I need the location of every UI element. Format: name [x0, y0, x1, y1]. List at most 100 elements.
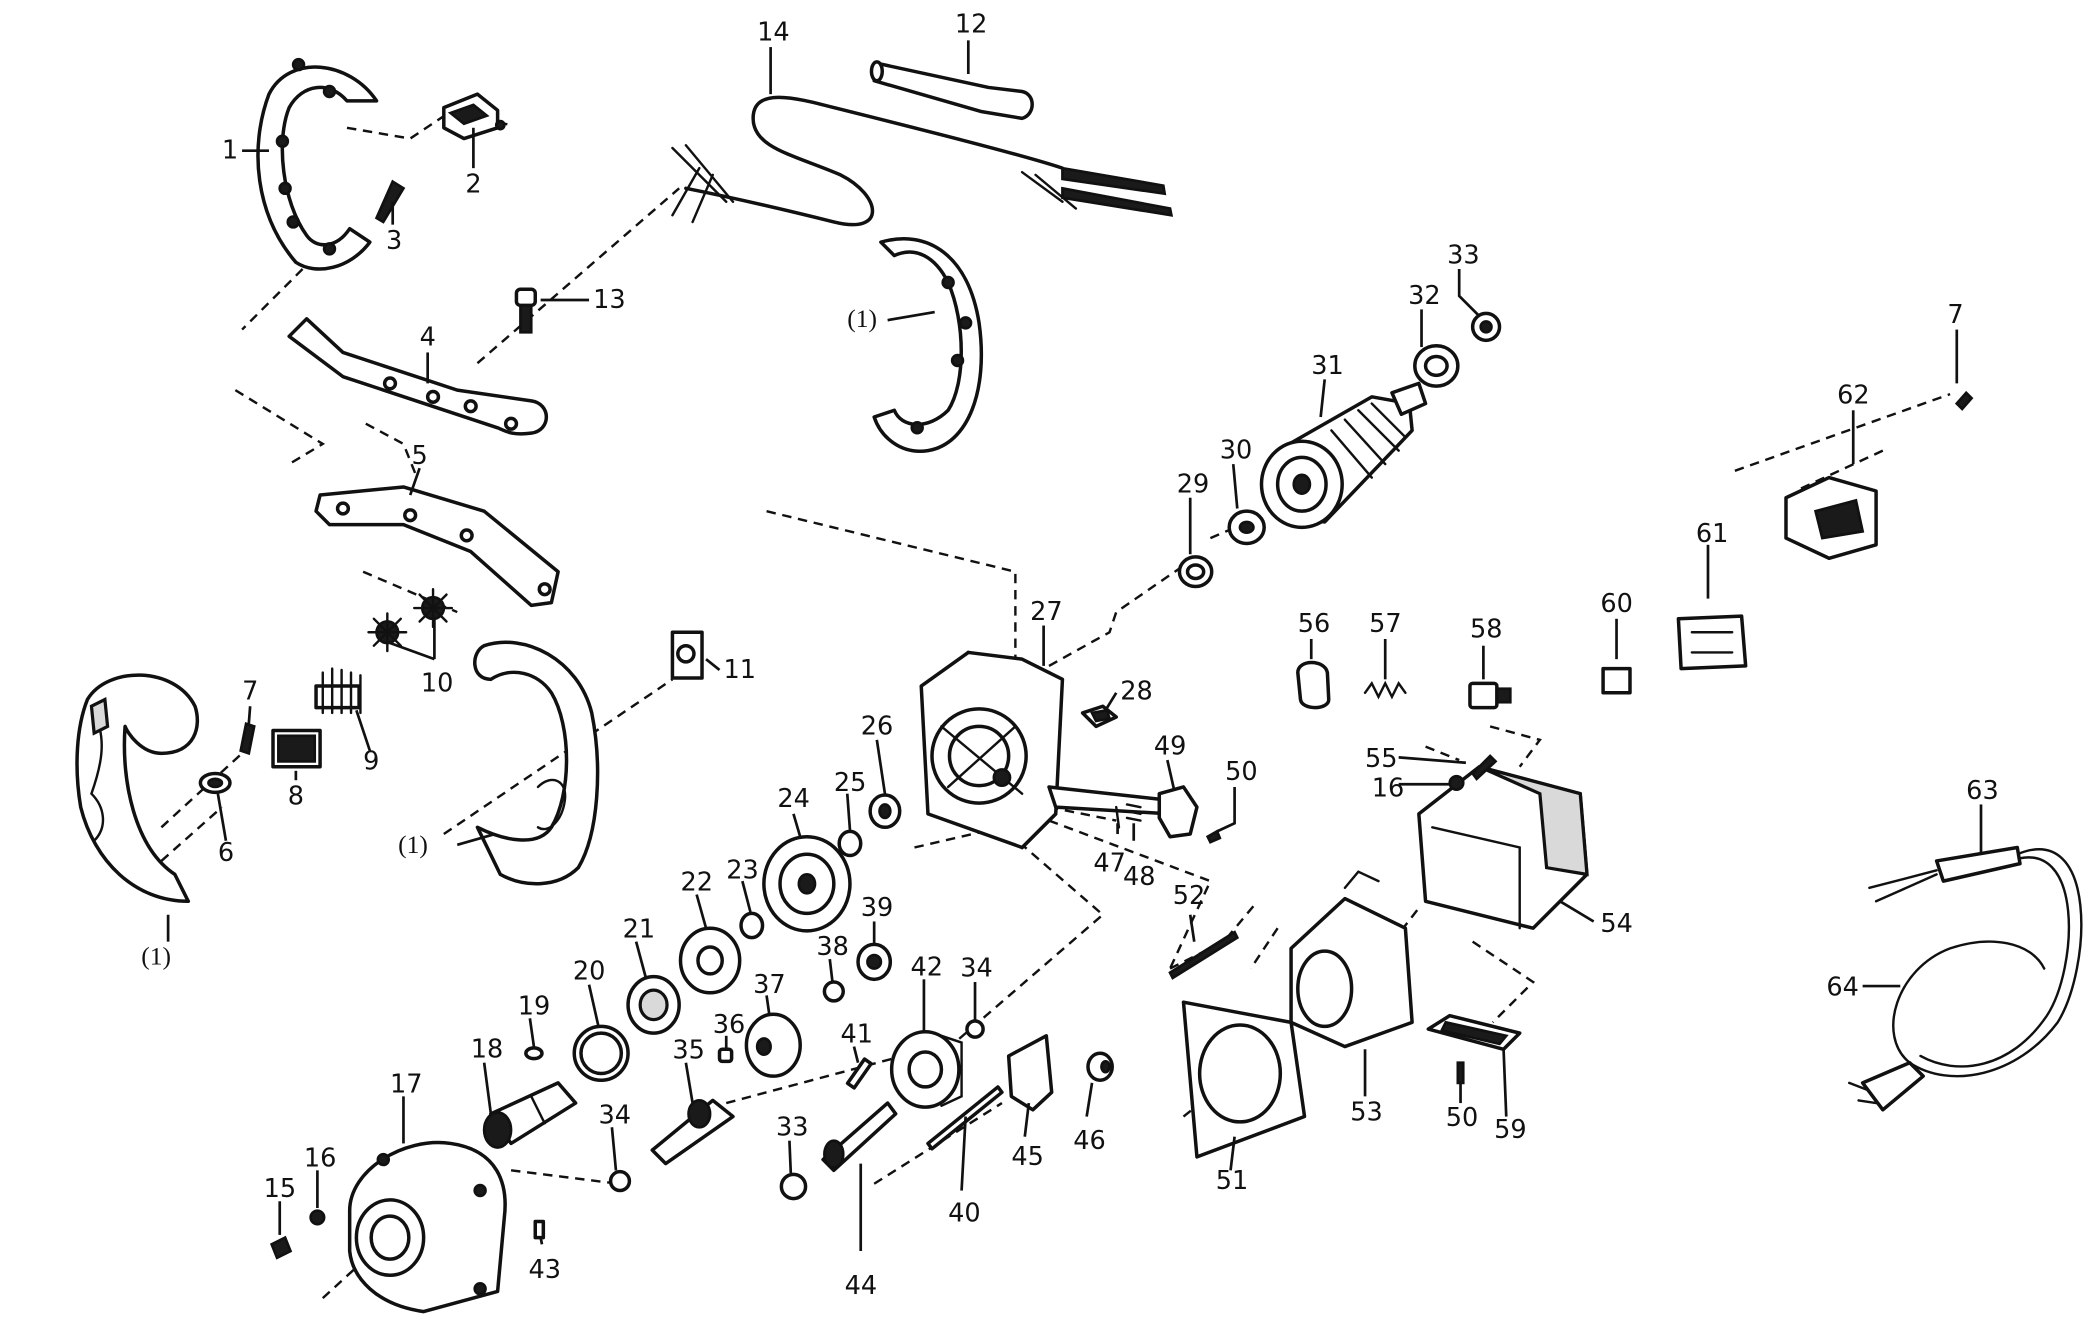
callout-45: 45	[1011, 1142, 1044, 1172]
callout-47: 47	[1093, 849, 1126, 879]
cable-loop-part-14	[671, 95, 1174, 227]
callout-57: 57	[1369, 609, 1402, 639]
callout-21: 21	[623, 915, 656, 945]
armature-part-31	[1259, 381, 1428, 530]
screw-part-7-right	[1954, 390, 1974, 411]
callout-34-left: 34	[598, 1100, 631, 1130]
callout-54: 54	[1600, 909, 1633, 939]
callout-23: 23	[726, 855, 759, 885]
callout-24: 24	[777, 784, 810, 814]
bracket-part-45	[1006, 1034, 1054, 1112]
callout-53: 53	[1350, 1098, 1383, 1128]
clip-part-11	[670, 630, 704, 680]
callout-64: 64	[1826, 972, 1859, 1002]
bearing-part-26	[868, 793, 902, 830]
callout-52: 52	[1173, 881, 1206, 911]
screw-part-3	[374, 179, 406, 224]
tube-part-12	[869, 60, 1034, 121]
holder-part-58	[1468, 681, 1512, 710]
callout-8: 8	[288, 781, 304, 811]
screw-part-50-top	[1205, 829, 1222, 844]
gear-part-42	[889, 1030, 963, 1109]
gear-part-37	[744, 1012, 802, 1078]
callout-25: 25	[834, 768, 867, 798]
assembly-guide-lines	[160, 110, 1951, 1300]
ring-part-23	[739, 911, 765, 940]
cap-part-56	[1296, 660, 1331, 710]
ring-part-25	[837, 829, 863, 858]
key-part-36	[717, 1047, 734, 1064]
bolt-part-52	[1168, 930, 1240, 980]
stator-part-53	[1289, 870, 1414, 1049]
callout-6: 6	[218, 838, 234, 868]
ring-part-20	[572, 1024, 630, 1082]
callout-27: 27	[1030, 597, 1063, 627]
callout-3: 3	[386, 226, 402, 256]
bearing-part-21	[626, 974, 681, 1035]
power-cord-part-64	[1847, 848, 2083, 1112]
callout-1-c: (1)	[141, 942, 171, 971]
handle-half-upper-left	[256, 57, 379, 271]
callout-28: 28	[1120, 677, 1153, 707]
callout-5: 5	[412, 441, 428, 471]
callout-29: 29	[1177, 469, 1210, 499]
callout-38: 38	[816, 932, 849, 962]
nut-part-34-right	[965, 1019, 985, 1039]
washer-part-29	[1177, 555, 1214, 589]
callout-51: 51	[1216, 1166, 1249, 1196]
leader-lines	[166, 40, 1983, 1252]
callout-32: 32	[1408, 281, 1441, 311]
nut-part-34-left	[608, 1169, 632, 1193]
motor-housing-part-54	[1417, 765, 1589, 930]
callout-17: 17	[390, 1069, 423, 1099]
callout-36: 36	[713, 1010, 746, 1040]
callout-labels: 1 2 3 4 5 13 14 12 (1) 33 32 31 30 29 27…	[141, 9, 1999, 1301]
callout-41: 41	[841, 1020, 874, 1050]
callout-30: 30	[1220, 436, 1253, 466]
callout-62: 62	[1837, 381, 1870, 411]
washer-part-33-bottom	[779, 1172, 808, 1201]
screw-part-7-left	[239, 721, 256, 756]
spindle-part-18	[482, 1081, 578, 1149]
gear-part-24	[762, 834, 852, 933]
grip-left	[75, 673, 200, 904]
callout-1-b: (1)	[847, 304, 877, 333]
callout-19: 19	[518, 991, 551, 1021]
callout-4: 4	[420, 323, 436, 353]
callout-34-right: 34	[960, 954, 993, 984]
callout-58: 58	[1470, 615, 1503, 645]
callout-18: 18	[471, 1034, 504, 1064]
screw-part-55	[1470, 754, 1498, 781]
callout-16-left: 16	[304, 1143, 337, 1173]
callout-49: 49	[1154, 732, 1187, 762]
callout-2: 2	[465, 169, 481, 199]
cover-part-59	[1426, 1013, 1522, 1052]
callout-33-top: 33	[1447, 241, 1480, 271]
pin-part-41	[845, 1057, 873, 1090]
star-washer-part-10	[367, 587, 454, 653]
callout-35: 35	[672, 1036, 705, 1066]
bearing-part-39	[856, 942, 893, 982]
bearing-part-33-top	[1470, 311, 1502, 343]
callout-61: 61	[1696, 519, 1729, 549]
shaft-part-44	[821, 1101, 898, 1173]
callout-60: 60	[1600, 589, 1633, 619]
callout-46: 46	[1073, 1126, 1106, 1156]
callout-7-left: 7	[242, 677, 258, 707]
callout-14: 14	[757, 17, 790, 47]
callout-42: 42	[910, 952, 943, 982]
callout-44: 44	[845, 1271, 878, 1301]
plate-part-51	[1181, 1000, 1307, 1159]
bearing-part-32	[1413, 343, 1460, 388]
key-part-43	[533, 1219, 546, 1240]
ring-part-38	[822, 980, 845, 1003]
callout-37: 37	[753, 970, 786, 1000]
callout-63: 63	[1966, 776, 1999, 806]
shaft-part-35	[650, 1098, 735, 1166]
callout-43: 43	[529, 1255, 562, 1285]
callout-13: 13	[593, 285, 626, 315]
callout-12: 12	[955, 9, 988, 39]
handle-bar-part-4	[287, 317, 548, 436]
washer-part-16-left	[309, 1209, 326, 1226]
